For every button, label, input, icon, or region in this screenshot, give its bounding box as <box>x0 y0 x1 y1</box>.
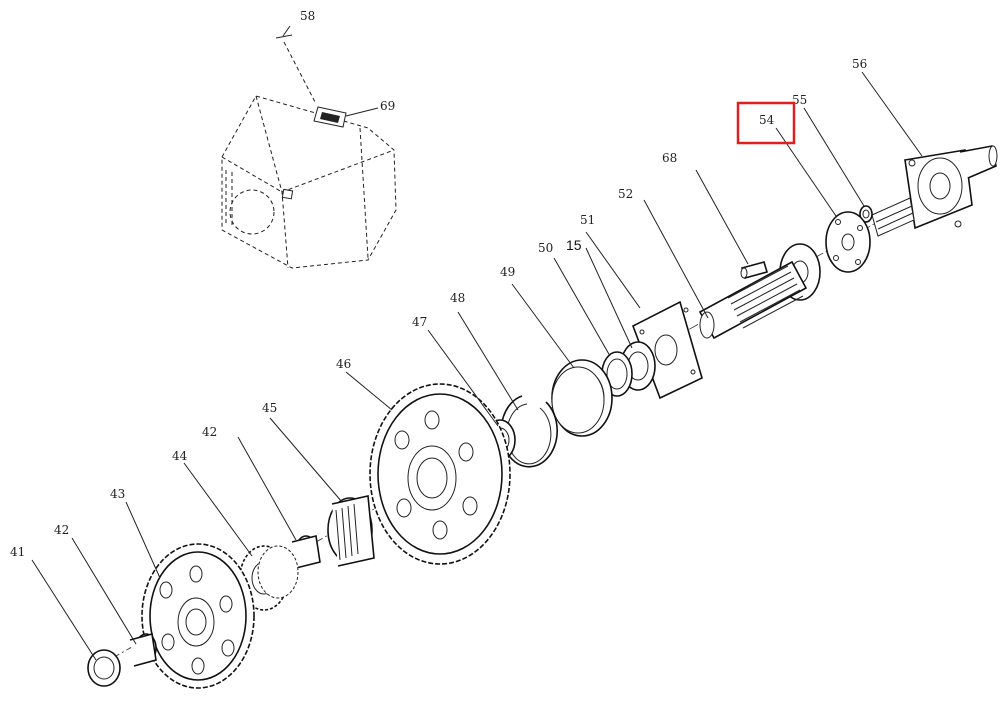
spacer-42-upper <box>291 535 321 569</box>
callout-42-upper: 42 <box>202 425 217 439</box>
gear-43 <box>141 543 255 689</box>
callout-48: 48 <box>450 291 465 305</box>
callout-41: 41 <box>10 545 25 559</box>
bearing-49 <box>551 359 613 437</box>
callout-15: 15 <box>566 237 582 253</box>
flange-54 <box>825 211 871 273</box>
seal-41 <box>87 649 121 687</box>
callout-50: 50 <box>538 241 553 255</box>
end-cover-56 <box>904 145 998 230</box>
callout-46: 46 <box>336 357 351 371</box>
nut-55 <box>859 205 873 223</box>
callout-54: 54 <box>759 113 775 127</box>
callout-42-lower: 42 <box>54 523 69 537</box>
callout-56: 56 <box>852 57 867 71</box>
gear-46 <box>369 383 511 565</box>
callout-69: 69 <box>380 99 395 113</box>
callout-43: 43 <box>110 487 125 501</box>
highlight-box <box>736 101 796 145</box>
leader-lines <box>31 25 923 661</box>
gasket-51 <box>632 300 703 400</box>
callout-68: 68 <box>662 151 677 165</box>
spacer-42-lower <box>129 632 157 667</box>
gearbox-housing <box>221 95 397 269</box>
callout-49: 49 <box>500 265 515 279</box>
bolt-68 <box>740 261 769 279</box>
pin-58 <box>275 34 316 103</box>
callout-52: 52 <box>618 187 633 201</box>
callout-58: 58 <box>300 9 315 23</box>
callout-51: 51 <box>580 213 595 227</box>
callout-45: 45 <box>262 401 277 415</box>
output-shaft-52 <box>698 243 821 340</box>
callout-44: 44 <box>172 449 188 463</box>
circlip-48 <box>500 395 558 468</box>
shaft-end <box>871 197 915 237</box>
callout-labels: 41 42 43 44 42 45 46 47 48 49 50 15 51 5… <box>10 9 867 559</box>
callout-47: 47 <box>412 315 427 329</box>
callout-55: 55 <box>792 93 807 107</box>
needle-bearing-45 <box>327 495 375 567</box>
